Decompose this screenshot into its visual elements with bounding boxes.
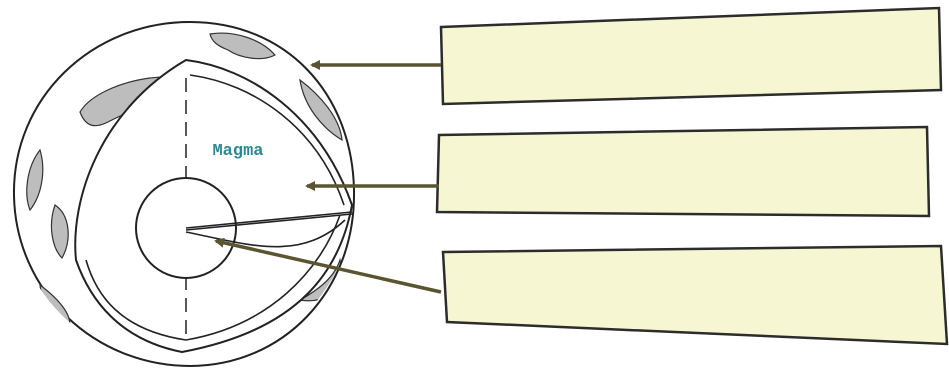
answer-box-2[interactable] bbox=[435, 125, 931, 218]
earth-sphere-drawing bbox=[12, 20, 356, 368]
answer-box-3[interactable] bbox=[441, 244, 949, 346]
magma-label: Magma bbox=[212, 142, 263, 161]
arrow-core bbox=[214, 237, 442, 294]
crust-inner-line bbox=[189, 74, 345, 206]
answer-box-1[interactable] bbox=[439, 6, 943, 106]
